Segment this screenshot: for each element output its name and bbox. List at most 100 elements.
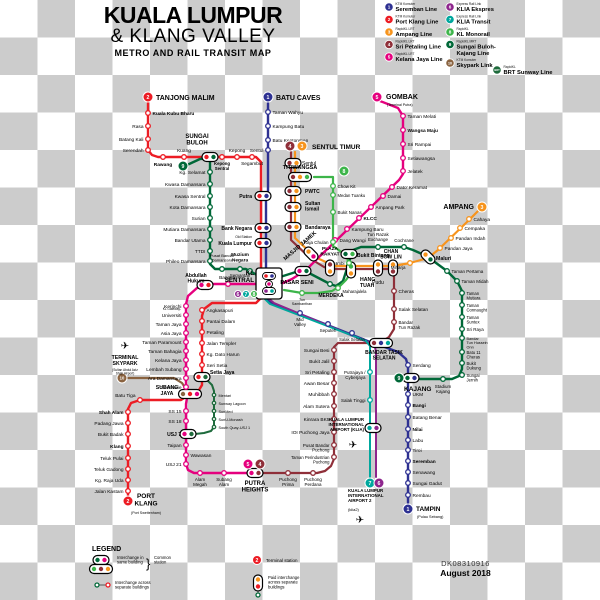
station-maharajalela: Maharajalela <box>335 285 367 294</box>
svg-text:Alam Sutera: Alam Sutera <box>303 404 330 410</box>
station-kg-dato-harun: Kg. Dato Harun <box>199 351 240 358</box>
svg-text:Kwasa Sentral: Kwasa Sentral <box>175 194 206 200</box>
interchange-pill <box>254 237 272 249</box>
station-segambut: Segambut <box>241 154 264 167</box>
station-ss-15: SS 15 <box>168 408 189 415</box>
station-south-quay-usj-1: South Quay-USJ 1 <box>211 424 250 430</box>
svg-text:Old Station: Old Station <box>235 235 252 239</box>
svg-text:TAMPIN: TAMPIN <box>416 506 441 513</box>
svg-text:Kampung Baru: Kampung Baru <box>352 227 384 233</box>
svg-text:Sentul: Sentul <box>250 148 264 154</box>
station-nilai: Nilai <box>405 426 423 433</box>
svg-text:Cochrane: Cochrane <box>394 238 414 243</box>
airport-plane-icon: ✈ <box>356 515 364 526</box>
svg-text:Taman Midah: Taman Midah <box>462 279 490 284</box>
interchange-pill <box>303 246 319 262</box>
svg-text:KAJANG: KAJANG <box>404 386 431 393</box>
map-label-kl-gateway-: KL Gateway- <box>163 307 181 311</box>
interchange-pill <box>340 248 358 260</box>
station-klcc: KLCC <box>356 215 377 222</box>
svg-text:10: 10 <box>448 62 452 66</box>
station-wangsa-maju: Wangsa Maju <box>400 127 438 134</box>
svg-text:3: 3 <box>301 144 304 150</box>
station-kota-damansara: Kota Damansara <box>170 204 213 211</box>
svg-text:LEGEND: LEGEND <box>92 546 121 553</box>
svg-text:USJ 21: USJ 21 <box>166 462 182 468</box>
title-line-2: & KLANG VALLEY <box>110 26 276 48</box>
station-phileo-damansara: Phileo Damansara <box>166 258 213 265</box>
svg-text:Teluk Gadong: Teluk Gadong <box>94 467 124 473</box>
station-cempaka: Cempaka <box>457 225 485 232</box>
svg-text:BATU CAVES: BATU CAVES <box>276 95 321 102</box>
svg-text:Express Rail Link: Express Rail Link <box>457 15 482 19</box>
station-taman-paramount: Taman Paramount <box>142 339 189 346</box>
line-badge-9: 9 <box>177 160 189 172</box>
interchange-pill <box>254 222 272 234</box>
station-lembah-subang: Lembah Subang <box>146 366 189 373</box>
svg-text:Jalan Templer: Jalan Templer <box>207 341 237 347</box>
svg-text:SunMed: SunMed <box>219 410 233 414</box>
svg-text:Batang Benar: Batang Benar <box>413 415 443 421</box>
svg-text:Dang Wangi: Dang Wangi <box>340 238 366 244</box>
station-dot <box>247 268 253 274</box>
interchange-pill <box>201 151 219 163</box>
station-surian: Surian <box>192 215 213 222</box>
station-taman-jaya: Taman Jaya <box>156 321 189 328</box>
station-bukit-badak: Bukit Badak <box>98 431 131 438</box>
svg-text:Klang: Klang <box>110 444 123 450</box>
svg-text:Kg. Raja Uda: Kg. Raja Uda <box>95 478 124 484</box>
line-badge-1: 1 <box>262 91 274 103</box>
station-rembau: Rembau <box>405 492 431 499</box>
svg-text:RapidKL: RapidKL <box>457 27 469 31</box>
svg-text:5: 5 <box>376 95 379 101</box>
svg-text:Setiawangsa: Setiawangsa <box>408 156 436 162</box>
svg-text:GOMBAK: GOMBAK <box>386 94 418 101</box>
map-label-setia-jaya: Setia Jaya <box>210 370 235 376</box>
station-kinrara-bk5: Kinrara BK5 <box>304 416 337 423</box>
svg-text:Shah Alam: Shah Alam <box>99 410 124 416</box>
map-label--: } <box>146 556 151 571</box>
title-line-3: METRO AND RAIL TRANSIT MAP <box>114 47 272 58</box>
svg-text:SunU-Monash: SunU-Monash <box>219 418 243 422</box>
svg-text:8: 8 <box>253 292 256 298</box>
station-ioi-puchong-jaya: IOI Puchong Jaya <box>291 429 337 436</box>
svg-text:Mutiara Damansara: Mutiara Damansara <box>163 227 205 233</box>
svg-text:3: 3 <box>388 30 391 35</box>
station-pandan-indah: Pandan Indah <box>448 235 486 242</box>
station-kepong: Kepong <box>229 148 246 160</box>
svg-text:Teluk Pulai: Teluk Pulai <box>100 456 123 462</box>
station-seputeh: Seputeh <box>320 321 337 333</box>
svg-text:Sentul: Sentul <box>302 161 316 167</box>
svg-text:Setia Jaya: Setia Jaya <box>210 370 235 376</box>
svg-text:AMPANG: AMPANG <box>443 204 474 211</box>
interchange-pill <box>372 259 384 277</box>
line-badge-2: 2 <box>122 495 134 507</box>
svg-text:6: 6 <box>449 5 452 10</box>
svg-text:Bangi: Bangi <box>413 403 426 409</box>
svg-text:Medan Tuanku: Medan Tuanku <box>338 193 366 198</box>
map-label-maluri: Maluri <box>436 256 452 262</box>
interchange-pill <box>193 371 211 383</box>
svg-text:4: 4 <box>289 144 292 150</box>
svg-text:Mentari: Mentari <box>219 394 232 398</box>
svg-text:PWTC: PWTC <box>305 189 320 195</box>
station-serendah: Serendah <box>123 147 151 154</box>
